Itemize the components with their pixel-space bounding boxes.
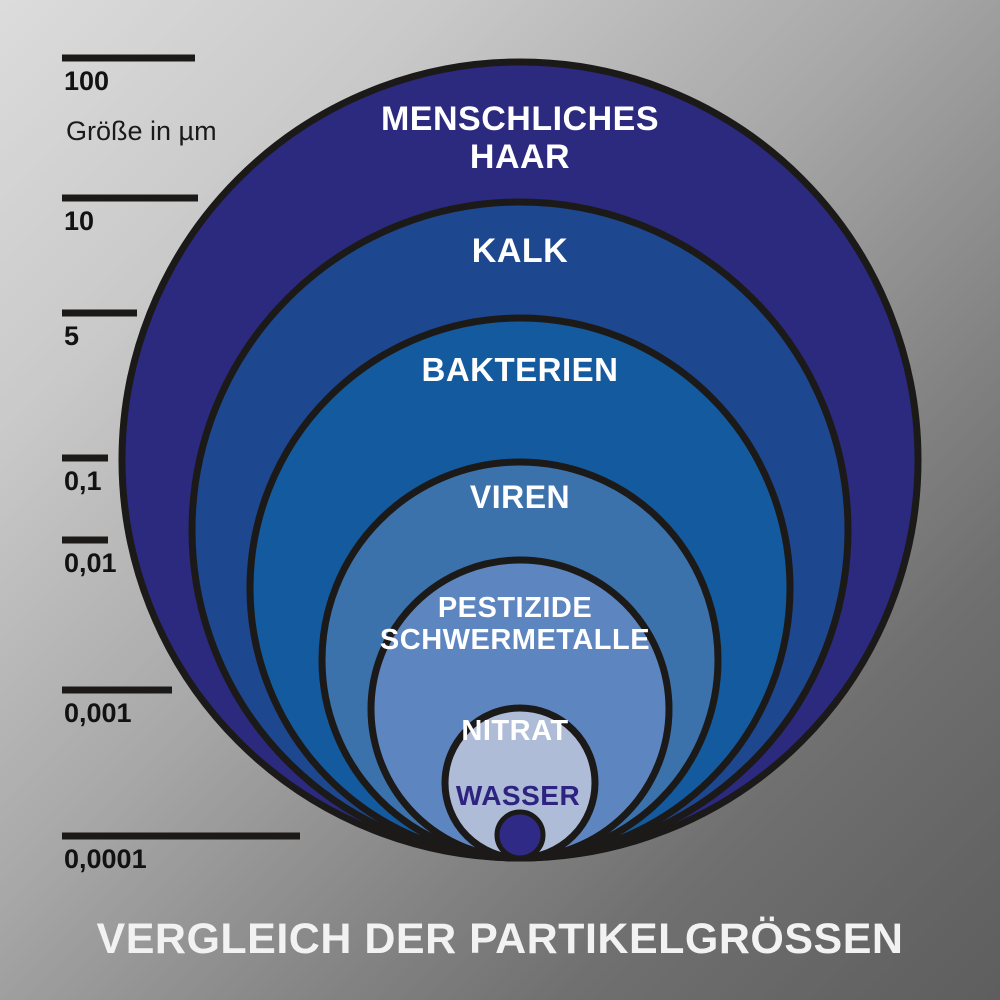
scale-value-label: 0,01 bbox=[64, 548, 117, 578]
scale-value-label: 100 bbox=[64, 66, 110, 96]
particle-category-label: MENSCHLICHES HAAR bbox=[380, 100, 660, 177]
particle-category-label: PESTIZIDE SCHWERMETALLE bbox=[379, 592, 651, 657]
scale-value-label: 10 bbox=[64, 206, 95, 236]
page-title: VERGLEICH DER PARTIKELGRÖSSEN bbox=[96, 915, 904, 963]
particle-circle bbox=[494, 809, 546, 861]
particle-category-label: BAKTERIEN bbox=[421, 351, 619, 388]
scale-tick-lines-group bbox=[62, 54, 300, 840]
scale-value-label: 0,1 bbox=[64, 466, 102, 496]
particle-category-label: VIREN bbox=[469, 479, 571, 515]
particle-category-label: NITRAT bbox=[461, 715, 569, 747]
scale-value-label: 0,001 bbox=[64, 698, 132, 728]
unit-label: Größe in µm bbox=[66, 116, 217, 146]
nested-circles-group bbox=[118, 58, 922, 862]
scale-value-label: 0,0001 bbox=[64, 844, 147, 874]
scale-value-label: 5 bbox=[64, 321, 80, 351]
particle-category-label: KALK bbox=[471, 232, 569, 270]
particle-category-label: WASSER bbox=[455, 780, 581, 811]
